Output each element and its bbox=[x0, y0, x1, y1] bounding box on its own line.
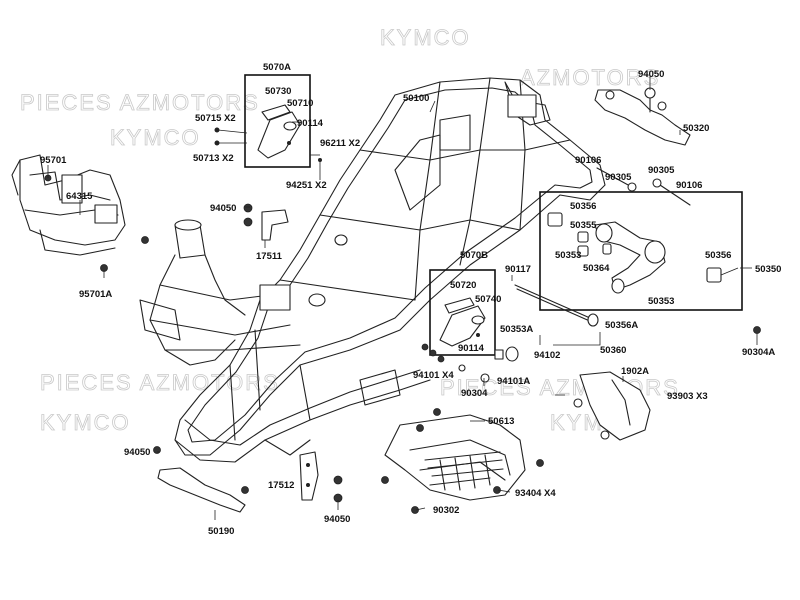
callout-label: 93404 X4 bbox=[515, 488, 556, 499]
watermarks: PIECES AZMOTORS KYMCO AZMOTORS KYMCO PIE… bbox=[20, 25, 679, 436]
callout-label: 50730 bbox=[265, 86, 291, 97]
callout-label: 50613 bbox=[488, 416, 514, 427]
callout-label: 50360 bbox=[600, 345, 626, 356]
top-right-bracket bbox=[594, 87, 691, 146]
callout-label: 50740 bbox=[475, 294, 501, 305]
callout-label: 96211 X2 bbox=[320, 138, 360, 149]
watermark-text: KYMCO bbox=[40, 410, 131, 435]
callout-label: 50320 bbox=[683, 123, 709, 134]
fasteners bbox=[44, 127, 761, 514]
callout-label: 50100 bbox=[403, 93, 429, 104]
bracket-17511 bbox=[261, 209, 289, 241]
group-box-50350 bbox=[539, 191, 743, 311]
callout-label: 50720 bbox=[450, 280, 476, 291]
callout-label: 50710 bbox=[287, 98, 313, 109]
callout-label: 94050 bbox=[324, 514, 350, 525]
bracket-17512 bbox=[299, 451, 319, 501]
callout-label: 90305 bbox=[648, 165, 675, 176]
callout-label: 94101 X4 bbox=[413, 370, 454, 381]
callout-label: 50350 bbox=[755, 264, 781, 275]
callout-labels: 5070A 50730 50710 90114 50715 X2 50713 X… bbox=[40, 62, 781, 537]
watermark-text: PIECES AZMOTORS bbox=[40, 370, 280, 395]
callout-label: 50355 bbox=[570, 220, 597, 231]
leader-lines bbox=[47, 75, 758, 520]
under-cover bbox=[384, 414, 526, 501]
callout-label: 90304A bbox=[742, 347, 775, 358]
callout-label: 90114 bbox=[458, 343, 485, 354]
callout-label: 90106 bbox=[575, 155, 601, 166]
foot-peg-5070A bbox=[257, 104, 301, 159]
callout-label: 90106 bbox=[676, 180, 702, 191]
callout-label: 94251 X2 bbox=[286, 180, 327, 191]
callout-label: 50353 bbox=[648, 296, 674, 307]
main-frame bbox=[139, 77, 606, 463]
callout-label: 50356 bbox=[705, 250, 731, 261]
callout-label: 17511 bbox=[256, 251, 283, 262]
callout-label: 94050 bbox=[638, 69, 664, 80]
callout-label: 50356 bbox=[570, 201, 596, 212]
watermark-text: AZMOTORS bbox=[520, 65, 660, 90]
callout-label: 50715 X2 bbox=[195, 113, 236, 124]
callout-label: 64315 bbox=[66, 191, 93, 202]
callout-label: 93903 X3 bbox=[667, 391, 708, 402]
foot-peg-5070B bbox=[439, 297, 486, 347]
callout-label: 94050 bbox=[124, 447, 150, 458]
callout-label: 50713 X2 bbox=[193, 153, 234, 164]
callout-label: 17512 bbox=[268, 480, 294, 491]
watermark-text: KYMCO bbox=[380, 25, 471, 50]
callout-label: 50190 bbox=[208, 526, 234, 537]
callout-label: 94050 bbox=[210, 203, 236, 214]
callout-label: 95701 bbox=[40, 155, 67, 166]
callout-label: 50353 bbox=[555, 250, 581, 261]
callout-label: 95701A bbox=[79, 289, 112, 300]
watermark-text: PIECES AZMOTORS bbox=[20, 90, 260, 115]
callout-label: 94101A bbox=[497, 376, 530, 387]
callout-label: 50353A bbox=[500, 324, 533, 335]
callout-label: 90114 bbox=[297, 118, 324, 129]
callout-label: 90117 bbox=[505, 264, 531, 275]
group-box-5070A bbox=[244, 74, 311, 168]
axle-shaft bbox=[494, 284, 599, 362]
callout-label: 50364 bbox=[583, 263, 610, 274]
group-box-5070B bbox=[429, 269, 496, 356]
watermark-text: KYMCO bbox=[110, 125, 201, 150]
callout-label: 50356A bbox=[605, 320, 638, 331]
lower-bracket bbox=[157, 467, 246, 513]
callout-label: 5070A bbox=[263, 62, 291, 73]
callout-label: 90302 bbox=[433, 505, 459, 516]
callout-label: 90304 bbox=[461, 388, 488, 399]
pivot-arm bbox=[547, 212, 722, 294]
side-cover bbox=[573, 371, 651, 441]
callout-label: 90305 bbox=[605, 172, 632, 183]
callout-label: 94102 bbox=[534, 350, 560, 361]
callout-label: 5070B bbox=[460, 250, 488, 261]
callout-label: 1902A bbox=[621, 366, 649, 377]
front-bracket bbox=[11, 154, 126, 256]
